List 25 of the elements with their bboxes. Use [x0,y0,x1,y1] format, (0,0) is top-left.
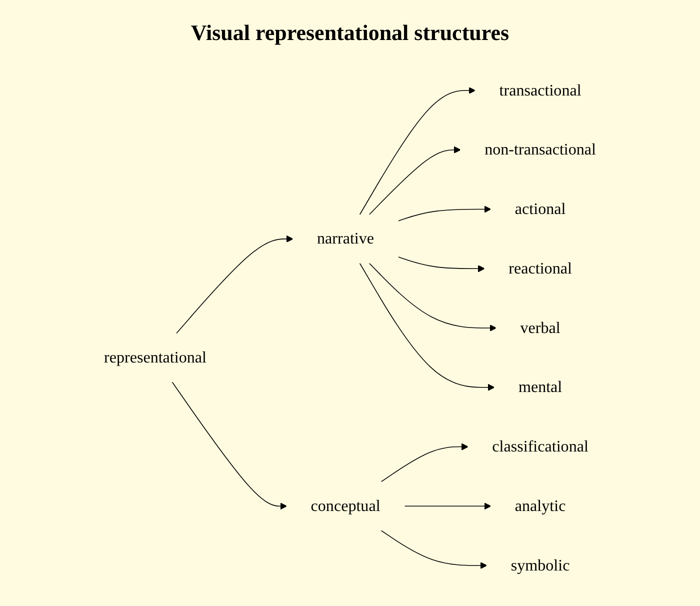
arrow [359,262,495,391]
arrow [368,146,461,216]
arrow [359,86,476,216]
arrow [404,502,492,510]
node-text: analytic [514,497,566,515]
arrow [368,262,496,332]
node-text: symbolic [510,556,570,574]
diagram-title: Visual representational structures [190,20,510,46]
node-text: reactional [508,260,572,278]
node-text: non-transactional [484,141,596,159]
arrow [380,530,488,570]
arrow [380,443,468,482]
node-text: transactional [499,82,582,100]
node-text: representational [104,348,206,367]
node-text: verbal [520,319,560,337]
node-text: mental [518,378,562,396]
node-text: classificational [492,438,588,456]
node-text: narrative [317,230,374,248]
arrow [398,206,492,222]
arrow [176,235,294,334]
arrow [398,256,485,272]
arrow [172,381,288,510]
tree-diagram: representational narrative transactional non-transactional actional reactional verbal mental conceptual classificational analytic symbolic [10,60,690,596]
node-text: actional [514,200,566,218]
node-text: conceptual [310,497,380,515]
